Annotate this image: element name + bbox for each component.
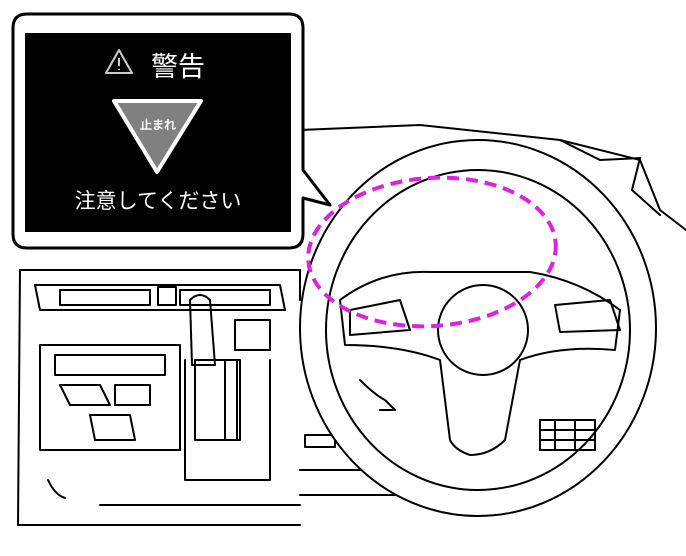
- steering-wheel: [299, 139, 657, 517]
- warning-title-text: 警告: [151, 52, 205, 83]
- warning-callout: [11, 12, 332, 250]
- stop-sign-icon: [112, 99, 203, 174]
- warning-title: 警告: [0, 45, 316, 84]
- warning-triangle-icon: [105, 49, 133, 74]
- meter-highlight-ellipse: [306, 175, 558, 329]
- warning-message: 注意してください: [74, 189, 242, 213]
- stop-sign-text: 止まれ: [139, 118, 176, 132]
